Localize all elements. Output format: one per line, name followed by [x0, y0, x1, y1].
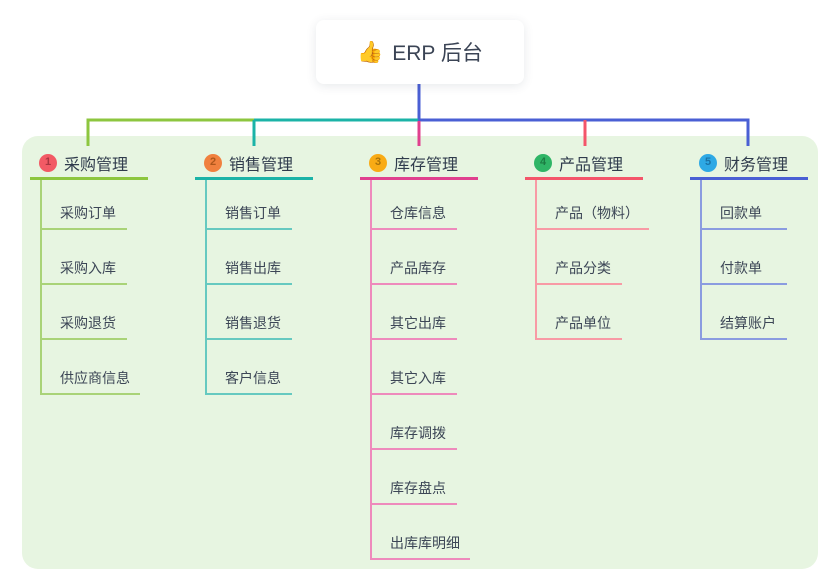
- child-topic[interactable]: 客户信息: [207, 369, 292, 395]
- child-topic[interactable]: 其它出库: [372, 314, 457, 340]
- child-topic[interactable]: 结算账户: [702, 314, 787, 340]
- branch-finance: 5 财务管理 回款单 付款单 结算账户: [690, 148, 839, 340]
- root-label: ERP 后台: [392, 42, 483, 65]
- branch-sales: 2 销售管理 销售订单 销售出库 销售退货 客户信息: [195, 148, 365, 395]
- child-topic[interactable]: 出库库明细: [372, 534, 470, 560]
- priority-2-badge: 2: [204, 153, 222, 172]
- child-topic[interactable]: 销售订单: [207, 204, 292, 230]
- branch-label: 库存管理: [394, 156, 459, 174]
- branch-inventory-topic[interactable]: 3 库存管理: [360, 148, 478, 180]
- child-topic[interactable]: 产品分类: [537, 259, 622, 285]
- root-topic[interactable]: 👍 ERP 后台: [316, 20, 524, 84]
- child-topic[interactable]: 库存盘点: [372, 479, 457, 505]
- priority-1-badge: 1: [39, 153, 57, 172]
- branch-inventory-children: 仓库信息 产品库存 其它出库 其它入库 库存调拨 库存盘点 出库库明细: [370, 180, 530, 560]
- branch-label: 采购管理: [64, 156, 129, 174]
- branch-finance-topic[interactable]: 5 财务管理: [690, 148, 808, 180]
- child-topic[interactable]: 产品单位: [537, 314, 622, 340]
- child-topic[interactable]: 库存调拨: [372, 424, 457, 450]
- branch-label: 销售管理: [229, 156, 294, 174]
- child-topic[interactable]: 销售出库: [207, 259, 292, 285]
- thumbs-up-icon: 👍: [357, 40, 384, 64]
- child-topic[interactable]: 付款单: [702, 259, 787, 285]
- branch-sales-topic[interactable]: 2 销售管理: [195, 148, 313, 180]
- branch-purchase-topic[interactable]: 1 采购管理: [30, 148, 148, 180]
- child-topic[interactable]: 销售退货: [207, 314, 292, 340]
- branch-sales-children: 销售订单 销售出库 销售退货 客户信息: [205, 180, 365, 395]
- child-topic[interactable]: 产品库存: [372, 259, 457, 285]
- branch-label: 财务管理: [724, 156, 789, 174]
- child-topic[interactable]: 其它入库: [372, 369, 457, 395]
- branch-label: 产品管理: [559, 156, 624, 174]
- child-topic[interactable]: 采购入库: [42, 259, 127, 285]
- child-topic[interactable]: 采购退货: [42, 314, 127, 340]
- branches-background-panel: [22, 136, 818, 569]
- priority-5-badge: 5: [699, 153, 717, 172]
- priority-3-badge: 3: [369, 153, 387, 172]
- branch-inventory: 3 库存管理 仓库信息 产品库存 其它出库 其它入库 库存调拨 库存盘点 出库库…: [360, 148, 530, 560]
- branch-purchase-children: 采购订单 采购入库 采购退货 供应商信息: [40, 180, 200, 395]
- branch-product-children: 产品（物料） 产品分类 产品单位: [535, 180, 695, 340]
- branch-finance-children: 回款单 付款单 结算账户: [700, 180, 839, 340]
- branch-product-topic[interactable]: 4 产品管理: [525, 148, 643, 180]
- child-topic[interactable]: 采购订单: [42, 204, 127, 230]
- priority-4-badge: 4: [534, 153, 552, 172]
- child-topic[interactable]: 仓库信息: [372, 204, 457, 230]
- child-topic[interactable]: 回款单: [702, 204, 787, 230]
- child-topic[interactable]: 供应商信息: [42, 369, 140, 395]
- child-topic[interactable]: 产品（物料）: [537, 204, 649, 230]
- branch-product: 4 产品管理 产品（物料） 产品分类 产品单位: [525, 148, 695, 340]
- branch-purchase: 1 采购管理 采购订单 采购入库 采购退货 供应商信息: [30, 148, 200, 395]
